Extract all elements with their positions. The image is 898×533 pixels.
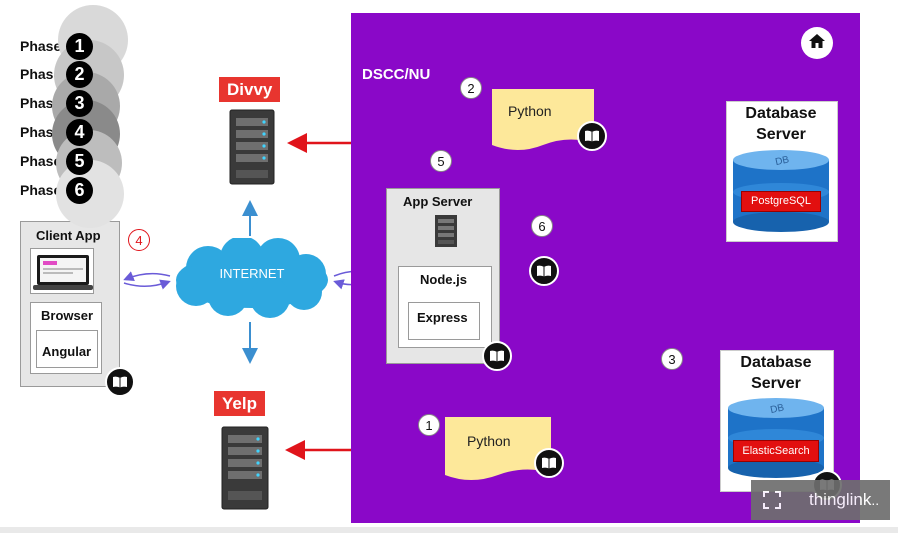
yelp-server-icon bbox=[220, 425, 270, 516]
phase-item-1[interactable]: Phase 1 bbox=[20, 32, 93, 60]
marker-2[interactable]: 2 bbox=[460, 77, 482, 99]
app-server-title: App Server bbox=[403, 194, 473, 209]
phase-label: Phase bbox=[20, 153, 62, 169]
phase-item-4[interactable]: Phase 4 bbox=[20, 118, 93, 146]
phase-item-5[interactable]: Phase 5 bbox=[20, 147, 93, 175]
marker-1[interactable]: 1 bbox=[418, 414, 440, 436]
divvy-label: Divvy bbox=[219, 77, 281, 102]
phase-item-6[interactable]: Phase 6 bbox=[20, 176, 93, 204]
phase-item-3[interactable]: Phase 3 bbox=[20, 89, 93, 117]
angular-box bbox=[36, 330, 98, 368]
app-server-icon bbox=[434, 214, 458, 253]
yelp-label: Yelp bbox=[214, 391, 265, 416]
book-icon[interactable] bbox=[105, 367, 135, 397]
express-box bbox=[408, 302, 480, 340]
phase-number-badge: 2 bbox=[66, 60, 93, 88]
phase-number-badge: 1 bbox=[66, 32, 93, 60]
browser-label: Browser bbox=[41, 308, 94, 323]
marker-5[interactable]: 5 bbox=[430, 150, 452, 172]
db-postgres-title-2: Server bbox=[756, 126, 806, 143]
book-icon[interactable] bbox=[482, 341, 512, 371]
marker-3[interactable]: 3 bbox=[661, 348, 683, 370]
marker-6[interactable]: 6 bbox=[531, 215, 553, 237]
svg-text:DB: DB bbox=[774, 154, 790, 168]
phase-label: Phase bbox=[20, 124, 62, 140]
thinglink-dots: .. bbox=[871, 492, 880, 508]
bottom-strip bbox=[0, 527, 898, 533]
phase-label: Phase bbox=[20, 182, 62, 198]
book-icon[interactable] bbox=[577, 121, 607, 151]
thinglink-brand: thinglink bbox=[809, 490, 872, 509]
thinglink-bar[interactable]: thinglink .. bbox=[751, 480, 890, 520]
db-engine-postgres: PostgreSQL bbox=[741, 191, 821, 212]
phase-label: Phase bbox=[20, 95, 62, 111]
book-icon[interactable] bbox=[534, 448, 564, 478]
python-doc-bottom-label: Python bbox=[467, 433, 511, 449]
svg-text:DB: DB bbox=[769, 402, 785, 416]
laptop-icon bbox=[30, 248, 94, 294]
db-engine-elastic: ElasticSearch bbox=[733, 440, 819, 462]
db-postgres-title-1: Database bbox=[745, 105, 817, 122]
divvy-server-icon bbox=[228, 108, 276, 191]
phase-label: Phase bbox=[20, 38, 62, 54]
phase-item-2[interactable]: Phase 2 bbox=[20, 60, 93, 88]
dscc-label: DSCC/NU bbox=[362, 66, 431, 83]
phase-number-badge: 6 bbox=[66, 176, 93, 204]
internet-label: INTERNET bbox=[219, 266, 285, 281]
phase-number-badge: 4 bbox=[66, 118, 93, 146]
phase-number-badge: 3 bbox=[66, 89, 93, 117]
book-icon[interactable] bbox=[529, 256, 559, 286]
phase-number-badge: 5 bbox=[66, 147, 93, 175]
angular-label: Angular bbox=[42, 344, 92, 359]
fullscreen-icon[interactable] bbox=[763, 491, 781, 509]
marker-4[interactable]: 4 bbox=[128, 229, 150, 251]
client-app-title: Client App bbox=[36, 228, 101, 243]
python-doc-top-label: Python bbox=[508, 103, 552, 119]
arrow-internet-client bbox=[123, 279, 171, 290]
arrow-client-internet bbox=[123, 271, 171, 282]
phase-label: Phase bbox=[20, 66, 62, 82]
internet-cloud bbox=[168, 236, 336, 323]
db-elastic-title-2: Server bbox=[751, 375, 801, 392]
python-doc-bottom[interactable] bbox=[445, 417, 551, 488]
express-label: Express bbox=[417, 310, 468, 325]
nodejs-label: Node.js bbox=[420, 272, 467, 287]
home-button[interactable] bbox=[801, 27, 833, 59]
db-elastic-title-1: Database bbox=[740, 354, 812, 371]
home-icon bbox=[808, 32, 826, 55]
python-doc-top[interactable] bbox=[492, 89, 594, 158]
